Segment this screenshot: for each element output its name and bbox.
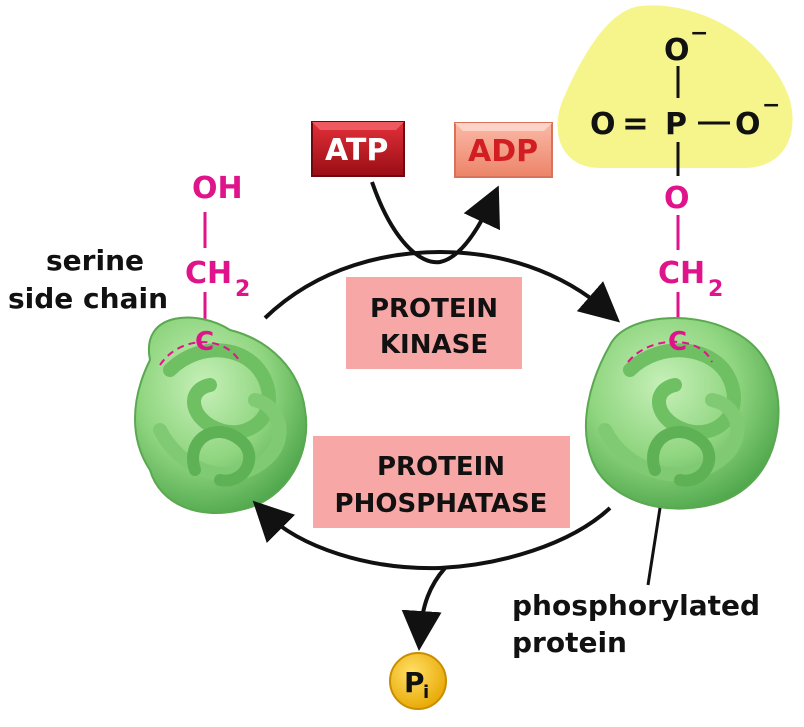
left-dashed-arc bbox=[159, 341, 241, 366]
right-protein: C bbox=[585, 317, 780, 510]
adp-box: ADP bbox=[454, 122, 553, 178]
right-c: C bbox=[668, 327, 687, 357]
phosphorylated-label-line1: phosphorylated bbox=[512, 589, 760, 622]
left-protein: C bbox=[134, 316, 308, 515]
phosphatase-line1: PROTEIN bbox=[377, 452, 505, 482]
protein-kinase-box: PROTEIN KINASE bbox=[346, 277, 522, 369]
left-ch-subscript: 2 bbox=[235, 277, 250, 302]
atp-box: ATP bbox=[311, 121, 405, 177]
phosphate-o-right: O bbox=[735, 107, 761, 142]
serine-label-line2: side chain bbox=[8, 282, 168, 315]
left-ch: CH bbox=[185, 256, 232, 291]
left-oh: OH bbox=[192, 171, 243, 206]
inorganic-phosphate: P i bbox=[389, 652, 447, 710]
phosphorylated-label-line2: protein bbox=[512, 626, 627, 659]
phosphorylated-pointer-line bbox=[646, 507, 662, 586]
serine-label-line1: serine bbox=[46, 244, 144, 277]
phosphatase-line2: PHOSPHATASE bbox=[335, 489, 548, 519]
pi-release-arrow bbox=[401, 566, 447, 651]
kinase-line1: PROTEIN bbox=[370, 294, 498, 324]
phosphate-background bbox=[557, 5, 793, 169]
right-ch-subscript: 2 bbox=[708, 277, 723, 302]
kinase-line2: KINASE bbox=[380, 330, 488, 360]
right-side-chain: O CH 2 bbox=[658, 181, 723, 325]
phosphate-o-top-charge: − bbox=[690, 21, 708, 46]
atp-to-adp-arrow bbox=[370, 181, 500, 265]
phosphate-o-top: O bbox=[664, 33, 690, 68]
phosphate-double-bond: = bbox=[622, 104, 649, 142]
right-ch: CH bbox=[658, 256, 705, 291]
phosphatase-arc-arrow bbox=[252, 500, 612, 571]
phosphate-p: P bbox=[665, 107, 687, 142]
right-dashed-arc bbox=[627, 340, 713, 363]
kinase-arc-arrow bbox=[263, 249, 621, 323]
left-c: C bbox=[195, 327, 214, 357]
pi-subscript: i bbox=[423, 682, 429, 703]
pi-p: P bbox=[404, 666, 425, 699]
phosphate-o-left: O bbox=[590, 107, 616, 142]
phosphate-group: O − O = P O − bbox=[590, 21, 780, 176]
protein-phosphatase-box: PROTEIN PHOSPHATASE bbox=[313, 436, 570, 528]
left-side-chain: OH CH 2 bbox=[185, 171, 250, 325]
phosphate-o-right-charge: − bbox=[762, 93, 780, 118]
right-o: O bbox=[664, 181, 690, 216]
adp-label: ADP bbox=[468, 134, 538, 169]
atp-label: ATP bbox=[325, 133, 388, 168]
